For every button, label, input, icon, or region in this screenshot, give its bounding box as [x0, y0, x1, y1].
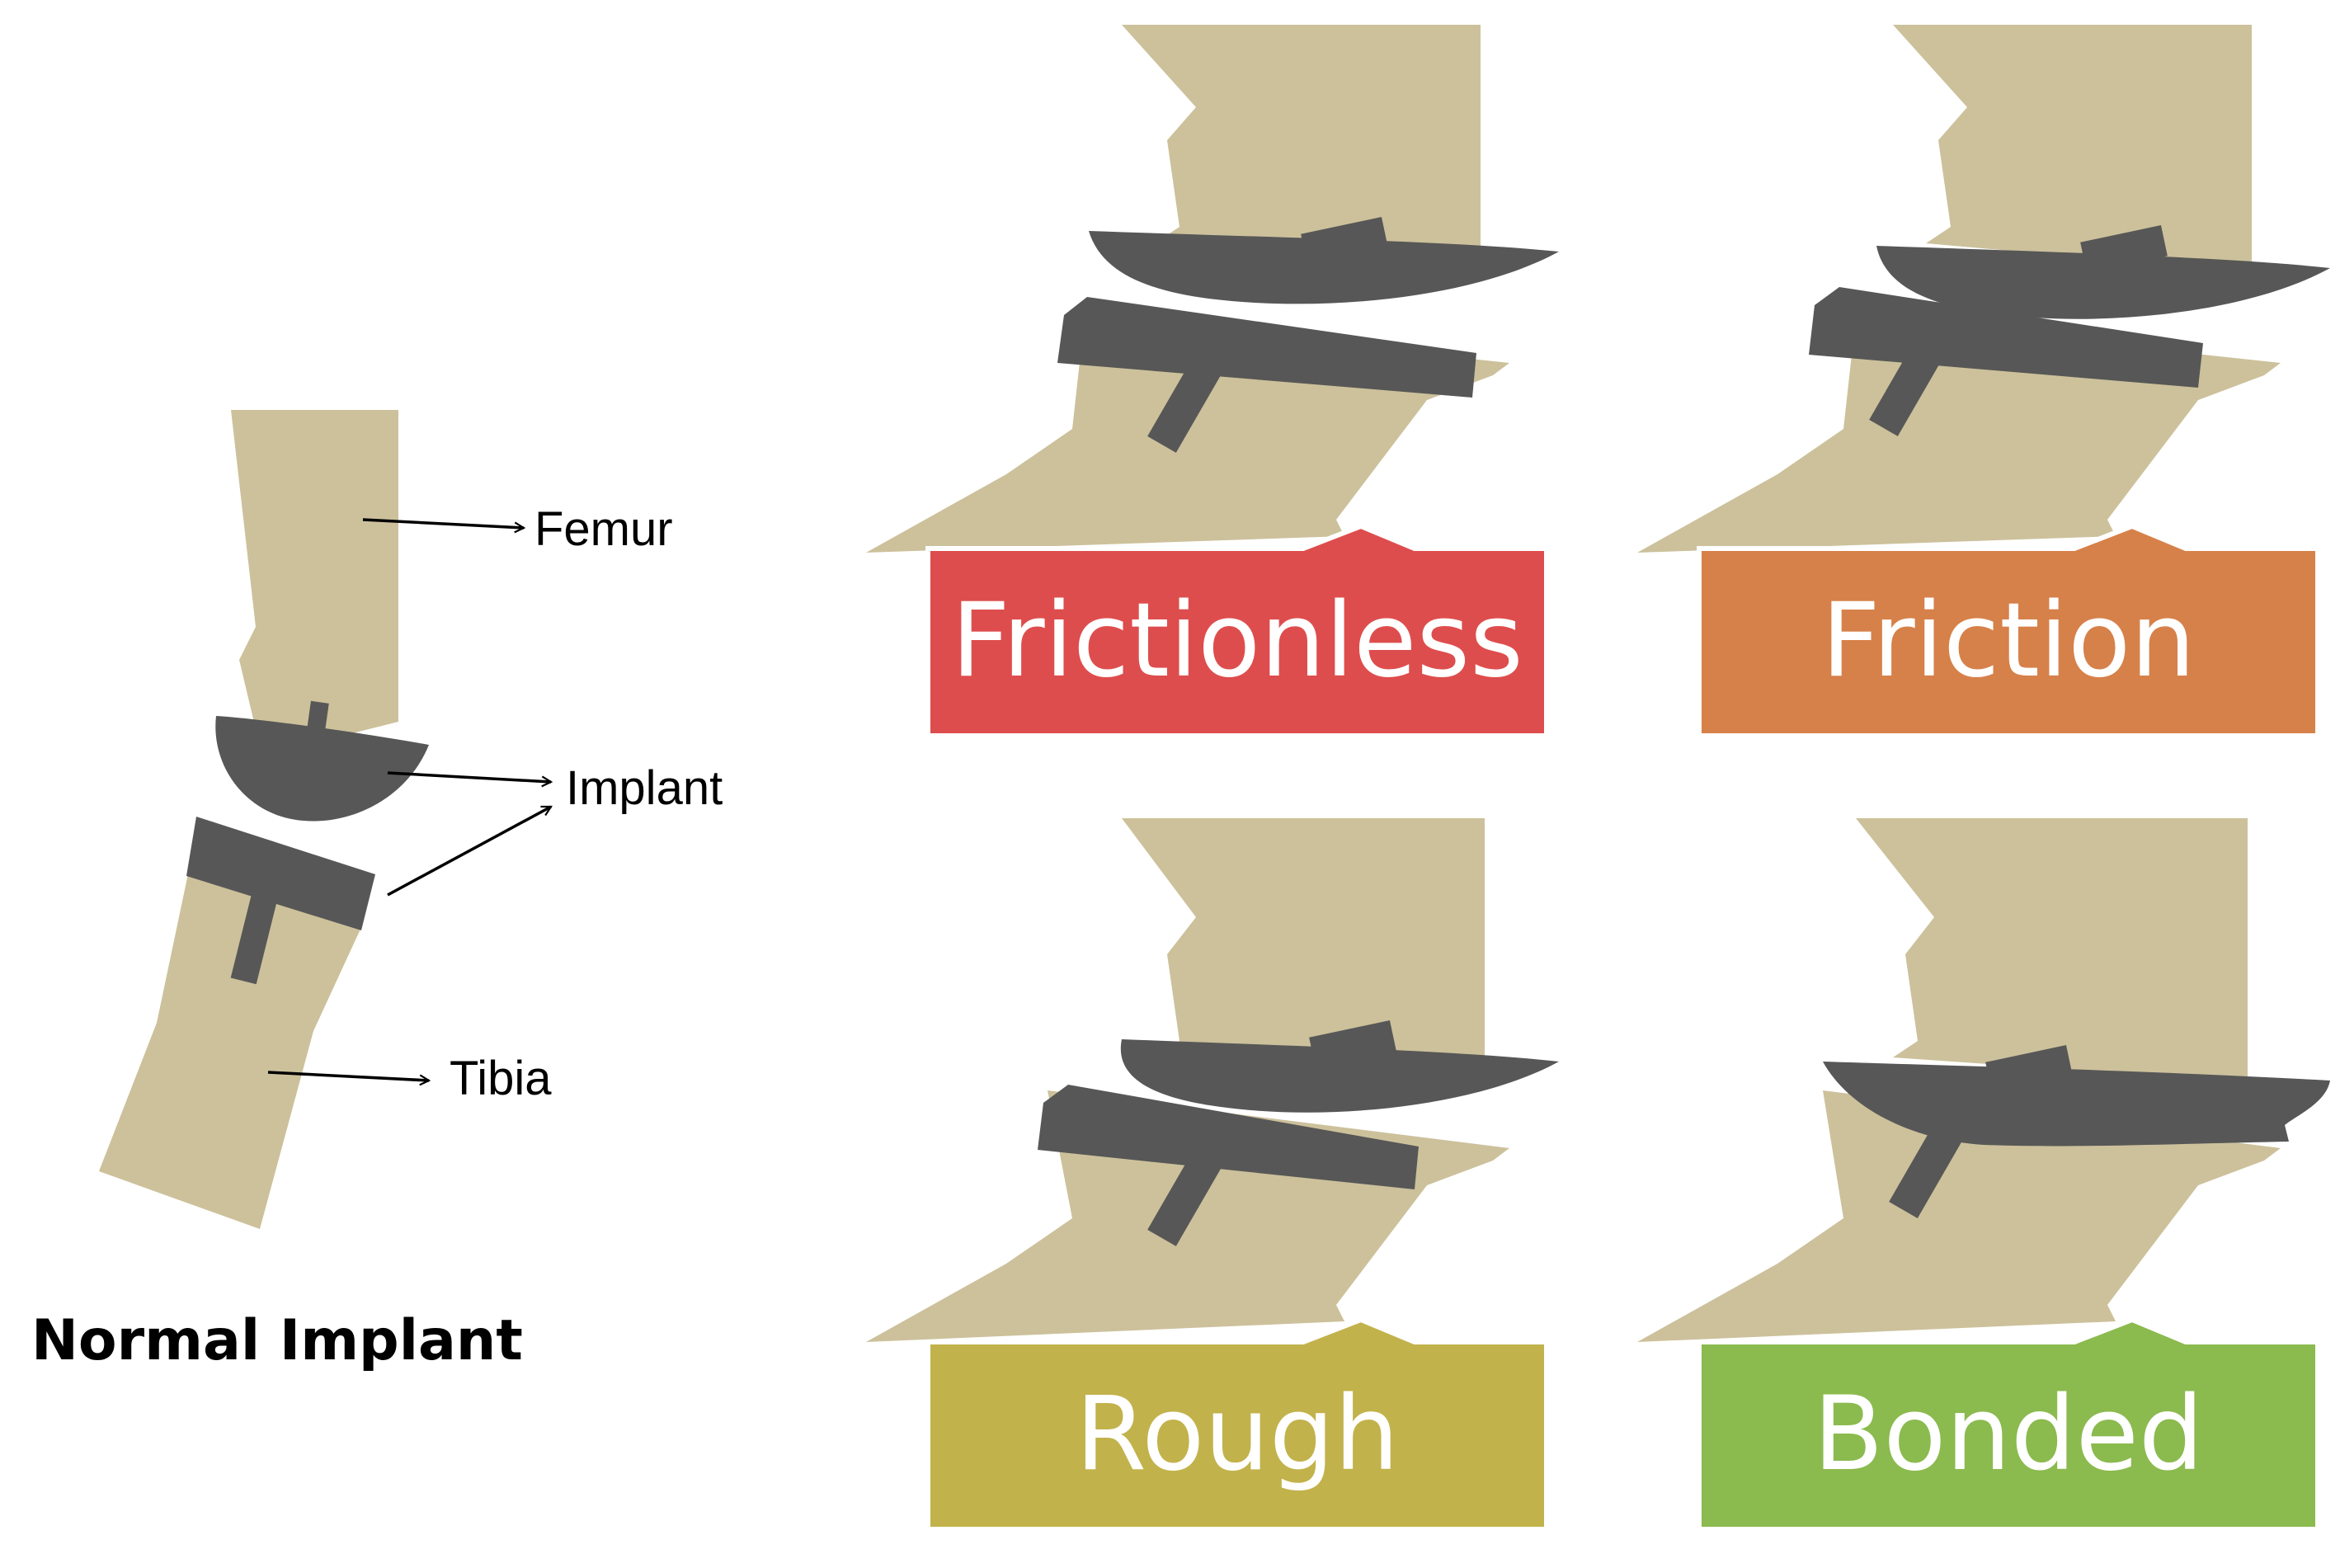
panel-femoral-component	[1876, 225, 2330, 319]
panel-tag-label: Bonded	[1813, 1375, 2203, 1494]
panel-femur-bone	[1122, 25, 1481, 272]
panel-tag	[1697, 523, 2320, 738]
femur-bone	[231, 410, 398, 746]
normal-implant-caption: Normal Implant	[31, 1308, 523, 1373]
panel-tag-label: Frictionless	[951, 582, 1523, 700]
tibia-label: Tibia	[450, 1052, 552, 1105]
femur-arrow	[362, 518, 524, 528]
tibial-component	[186, 817, 375, 985]
panel-tag	[925, 523, 1549, 738]
panel-rough: Rough	[866, 818, 1559, 1532]
tibia-bone	[99, 866, 363, 1229]
panel-fused-component	[1823, 1045, 2330, 1218]
panel-tibial-component	[1038, 1085, 1419, 1246]
panel-tibial-component	[1809, 287, 2203, 436]
implant-arrow-lower	[387, 805, 551, 897]
femoral-component	[215, 700, 429, 822]
panel-femur-bone	[1122, 818, 1485, 1082]
panel-femur-bone	[1893, 25, 2252, 272]
panel-friction: Friction	[1637, 25, 2330, 738]
femur-label: Femur	[534, 502, 673, 556]
implant-label: Implant	[566, 761, 723, 815]
panel-tag	[1697, 1316, 2320, 1532]
panel-tibial-component	[1057, 297, 1476, 453]
panel-tag	[925, 1316, 1549, 1532]
implant-arrow-upper	[387, 771, 551, 782]
panel-tag-label: Rough	[1076, 1375, 1399, 1494]
panel-femur-bone	[1856, 818, 2248, 1082]
tibia-arrow	[267, 1071, 429, 1081]
panel-femoral-component	[1120, 1020, 1559, 1113]
panel-tag-label: Friction	[1821, 582, 2195, 700]
panel-frictionless: Frictionless	[866, 25, 1559, 738]
normal-implant-illustration: Femur Implant Tibia Normal Implant	[31, 410, 723, 1373]
panel-femoral-component	[1089, 217, 1559, 304]
panel-tibia-bone	[1637, 1090, 2281, 1342]
panel-bonded: Bonded	[1637, 818, 2330, 1532]
